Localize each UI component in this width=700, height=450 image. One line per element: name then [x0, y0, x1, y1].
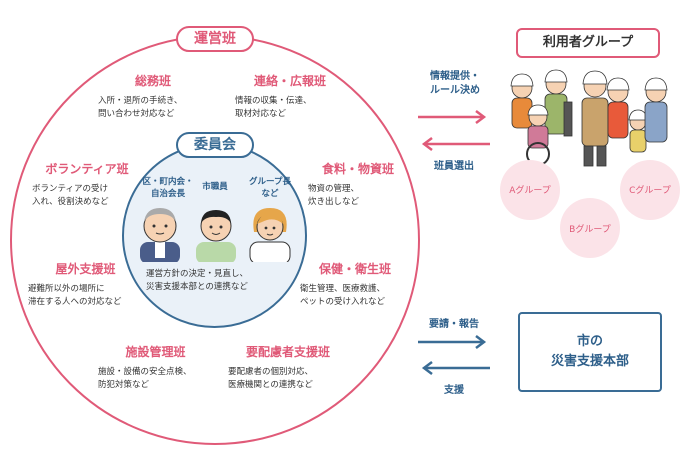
team-title: 要配慮者支援班 — [245, 345, 330, 359]
group-a-circle — [500, 160, 560, 220]
arrow-left-top — [421, 137, 490, 151]
team-title: 総務班 — [134, 74, 171, 88]
group-c-circle — [620, 160, 680, 220]
team-title: ボランティア班 — [45, 162, 129, 176]
city-disaster-hq-box: 市の災害支援本部 — [518, 312, 662, 392]
info-provision-label: 情報提供・ルール決め — [430, 71, 480, 96]
committee-member-ward-chair: 区・町内会・自治会長 — [142, 177, 194, 199]
ward-chair-figure — [140, 208, 180, 262]
team-description: 施設・設備の安全点検、防犯対策など — [98, 367, 192, 390]
team-description: 物資の管理、炊き出しなど — [308, 184, 360, 207]
team-description: 要配慮者の個別対応、医療機関との連携など — [228, 367, 314, 390]
group-b-circle — [560, 198, 620, 258]
committee-members-illustration — [140, 208, 291, 262]
group-b-label: Bグループ — [569, 225, 611, 235]
arrow-right-bottom — [418, 335, 487, 349]
group-c-label: Cグループ — [629, 186, 671, 196]
operating-team-label: 運営班 — [176, 26, 254, 52]
team-facility-management: 施設管理班 施設・設備の安全点検、防犯対策など — [98, 343, 213, 392]
team-title: 施設管理班 — [125, 345, 186, 359]
team-special-needs-support: 要配慮者支援班 要配慮者の個別対応、医療機関との連携など — [228, 343, 348, 392]
team-title: 食料・物資班 — [321, 162, 394, 176]
team-liaison-pr: 連絡・広報班 情報の収集・伝達、取材対応など — [235, 72, 345, 121]
team-description: 衛生管理、医療救護、ペットの受け入れなど — [300, 284, 386, 307]
committee-member-group-leader: グループ長など — [249, 177, 291, 199]
team-health-sanitation: 保健・衛生班 衛生管理、医療救護、ペットの受け入れなど — [300, 260, 410, 309]
team-description: ボランティアの受け入れ、役割決めなど — [32, 184, 109, 207]
team-outdoor-support: 屋外支援班 避難所以外の場所に滞在する人への対応など — [28, 260, 143, 309]
request-report-label: 要請・報告 — [429, 319, 479, 330]
arrow-right-top — [418, 110, 487, 124]
team-description: 避難所以外の場所に滞在する人への対応など — [28, 284, 122, 307]
team-food-supplies: 食料・物資班 物資の管理、炊き出しなど — [308, 160, 408, 209]
user-group-label: 利用者グループ — [516, 28, 660, 58]
committee-member-city-staff: 市職員 — [202, 182, 228, 192]
team-title: 屋外支援班 — [55, 262, 116, 276]
staff-selection-label: 班員選出 — [434, 161, 474, 172]
team-volunteer: ボランティア班 ボランティアの受け入れ、役割決めなど — [32, 160, 142, 209]
team-title: 保健・衛生班 — [318, 262, 391, 276]
city-staff-figure — [196, 210, 236, 262]
team-general-affairs: 総務班 入所・退所の手続き、問い合わせ対応など — [98, 72, 208, 121]
team-title: 連絡・広報班 — [253, 74, 326, 88]
team-description: 入所・退所の手続き、問い合わせ対応など — [98, 96, 183, 119]
committee-description: 運営方針の決定・見直し、災害支援本部との連携など — [146, 269, 249, 292]
user-group-illustration — [510, 69, 668, 167]
group-leader-figure — [249, 208, 291, 262]
committee-label: 委員会 — [176, 132, 254, 158]
team-description: 情報の収集・伝達、取材対応など — [235, 96, 312, 119]
arrow-left-bottom — [421, 361, 490, 375]
support-label: 支援 — [444, 385, 464, 396]
group-a-label: Aグループ — [509, 186, 551, 196]
